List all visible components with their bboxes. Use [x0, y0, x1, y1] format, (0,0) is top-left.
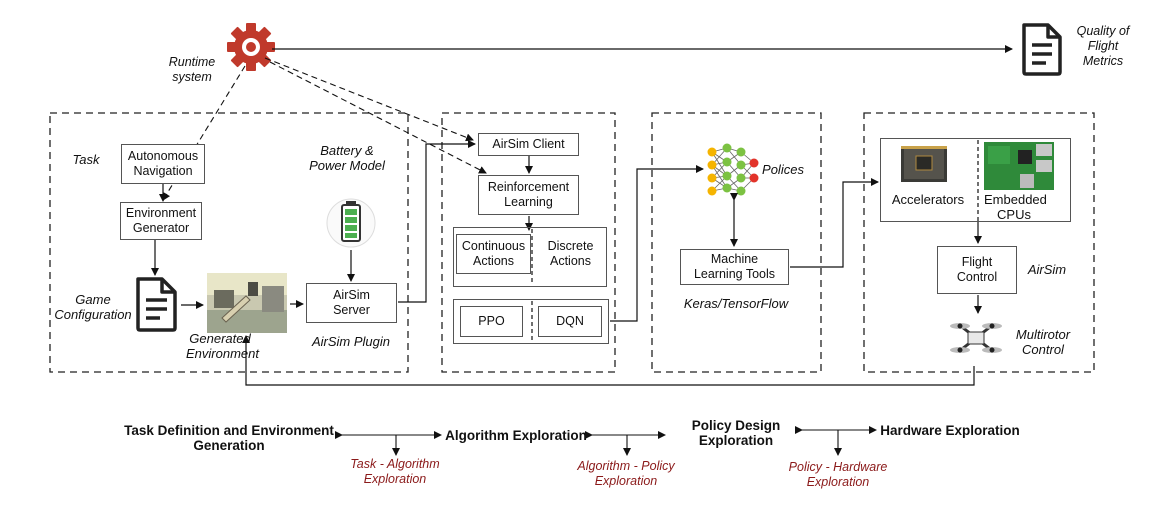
accelerators-label: Accelerators [891, 192, 965, 207]
compute-group-box [880, 138, 1071, 222]
connector-runtime-rl [269, 61, 487, 174]
airsim-client-box: AirSim Client [478, 133, 579, 156]
task-label: Task [72, 152, 100, 167]
panel-policy [651, 112, 822, 373]
policy-design-label: Policy Design Exploration [691, 418, 781, 448]
connector-runtime-client [264, 57, 474, 142]
game-configuration-label: Game Configuration [54, 292, 132, 322]
accelerator-board-image [901, 146, 947, 182]
connector-dqn-polices [610, 165, 704, 322]
actions-group-box [453, 227, 607, 287]
environment-generator-box: Environment Generator [120, 202, 202, 240]
ml-tools-box: Machine Learning Tools [680, 249, 789, 285]
task-definition-label: Task Definition and Environment Generati… [124, 423, 334, 453]
runtime-system-label: Runtime system [168, 55, 216, 84]
autonomous-navigation-box: Autonomous Navigation [121, 144, 205, 184]
document-icon-game-config [136, 277, 177, 332]
battery-power-model-label: Battery & Power Model [309, 143, 385, 173]
polices-label: Polices [762, 162, 804, 177]
ppo-box: PPO [460, 306, 523, 337]
quality-metrics-label: Quality of Flight Metrics [1076, 24, 1130, 68]
document-icon-metrics [1022, 23, 1062, 76]
panel-environment [49, 112, 409, 373]
algorithm-policy-label: Algorithm - Policy Exploration [577, 459, 675, 488]
panel-hardware [863, 112, 1095, 373]
connector-server-client [398, 140, 476, 303]
continuous-actions-box: Continuous Actions [456, 234, 531, 274]
discrete-actions-box: Discrete Actions [537, 234, 604, 274]
panel-algorithm [441, 112, 616, 373]
connector-mltools-hardware [790, 178, 879, 268]
multirotor-control-label: Multirotor Control [1015, 327, 1071, 357]
airsim-label: AirSim [1027, 262, 1067, 277]
keras-tensorflow-label: Keras/TensorFlow [683, 296, 789, 311]
connector-drone-environment [242, 335, 975, 386]
airsim-server-box: AirSim Server [306, 283, 397, 323]
reinforcement-learning-box: Reinforcement Learning [478, 175, 579, 215]
algorithms-group-box [453, 299, 609, 344]
embedded-cpus-label: Embedded CPUs [984, 192, 1047, 222]
embedded-cpu-board-image [984, 142, 1054, 190]
policy-hardware-label: Policy - Hardware Exploration [788, 460, 888, 489]
neural-network-nodes [707, 143, 759, 196]
neural-network-icon [711, 147, 755, 192]
flight-control-box: Flight Control [937, 246, 1017, 294]
battery-icon [326, 198, 376, 248]
hardware-exploration-label: Hardware Exploration [880, 423, 1020, 438]
drone-image [950, 323, 1002, 353]
task-algorithm-label: Task - Algorithm Exploration [350, 457, 440, 486]
gear-icon [227, 23, 275, 71]
generated-environment-image [207, 273, 287, 333]
dqn-box: DQN [538, 306, 602, 337]
airsim-plugin-label: AirSim Plugin [311, 334, 391, 349]
generated-environment-label: Generated Environment [186, 331, 259, 361]
algorithm-exploration-label: Algorithm Exploration [445, 428, 587, 443]
